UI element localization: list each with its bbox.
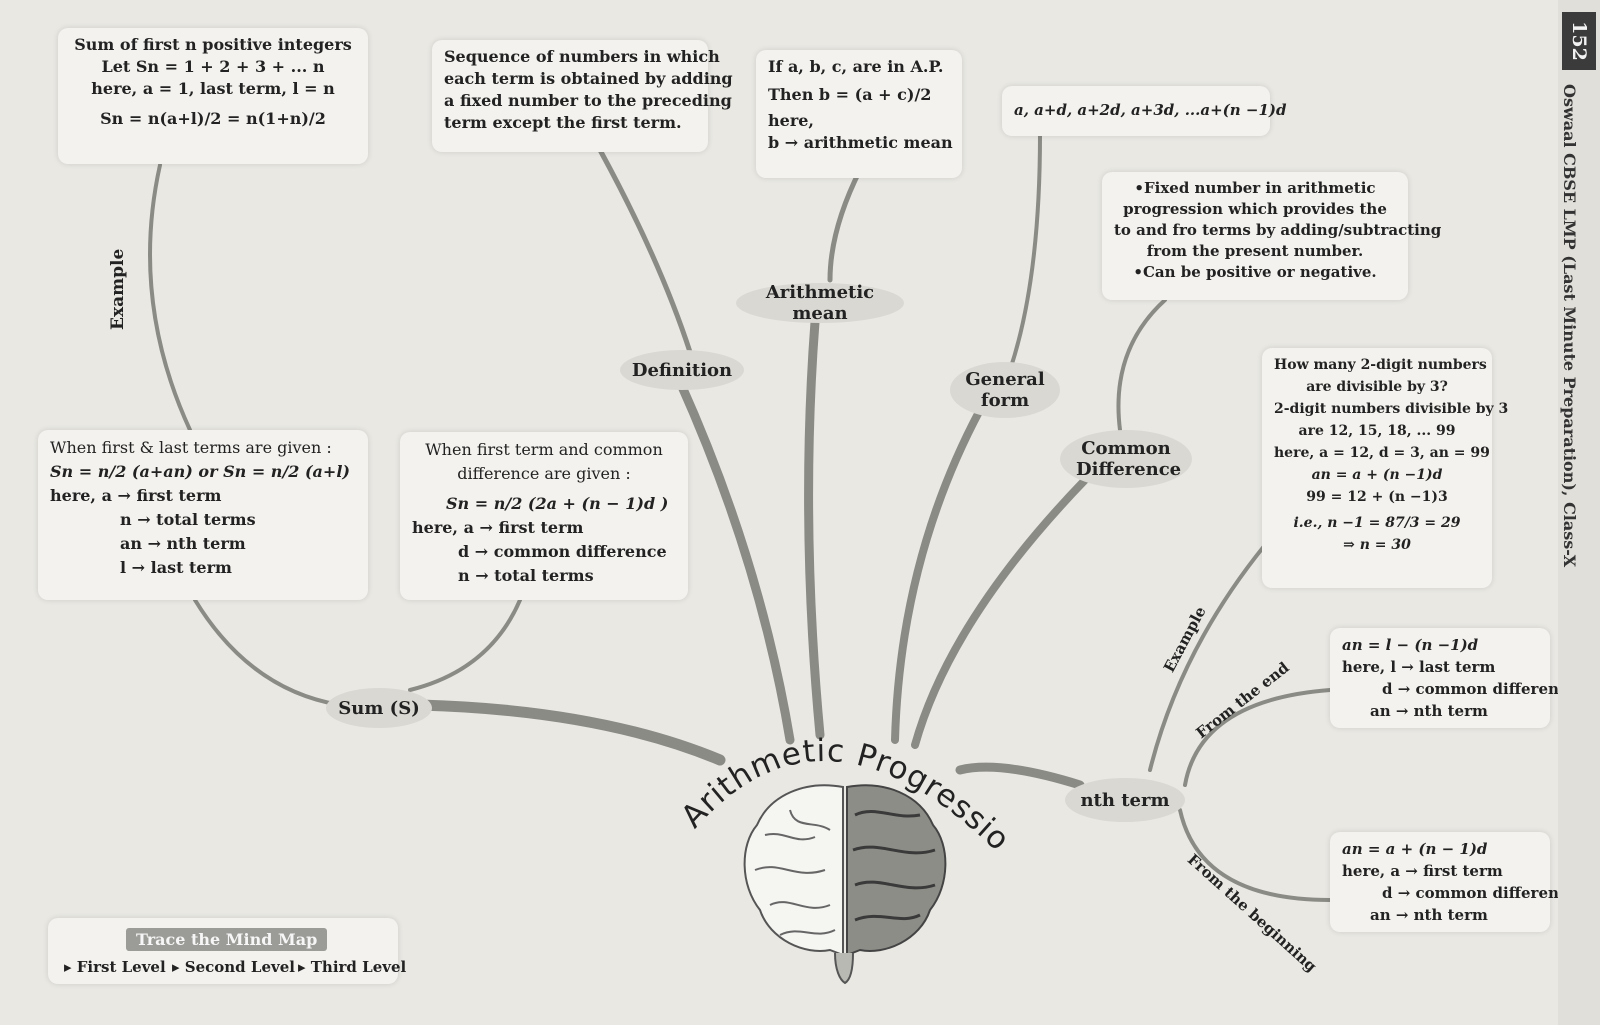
label-example-left: Example xyxy=(108,248,128,330)
node-nth-term: nth term xyxy=(1065,778,1185,822)
box-first-last-line: an → nth term xyxy=(120,534,246,553)
box-from-begin-line: an → nth term xyxy=(1370,906,1488,924)
box-cd-line: to and fro terms by adding/subtracting xyxy=(1114,221,1442,239)
node-definition: Definition xyxy=(620,350,744,390)
box-example-divisible: How many 2-digit numbers are divisible b… xyxy=(1262,348,1509,588)
box-cd-line: from the present number. xyxy=(1146,242,1364,260)
brain-icon xyxy=(743,784,947,985)
box-example-line: ⇒ n = 30 xyxy=(1343,537,1411,553)
node-arithmetic-mean: Arithmetic mean xyxy=(736,282,904,324)
box-from-end-line: an = l − (n −1)d xyxy=(1342,636,1479,654)
branch-am xyxy=(804,317,825,740)
box-cd-line: •Can be positive or negative. xyxy=(1133,263,1377,281)
branch-general xyxy=(891,406,984,744)
branch-example-left xyxy=(148,163,192,432)
branch-am-box xyxy=(827,167,863,283)
box-first-last-line: Sn = n/2 (a+an) or Sn = n/2 (a+l) xyxy=(50,462,350,481)
box-first-common-diff: When first term and common difference ar… xyxy=(400,432,688,600)
box-from-end: an = l − (n −1)d here, l → last term d →… xyxy=(1330,628,1578,728)
box-sum-first-n-line: here, a = 1, last term, l = n xyxy=(91,79,335,98)
branch-cd-box xyxy=(1116,298,1167,432)
box-definition-line: Sequence of numbers in which xyxy=(444,47,720,66)
box-sum-first-n: Sum of first n positive integers Let Sn … xyxy=(58,28,368,164)
box-first-last-line: When first & last terms are given : xyxy=(50,438,332,457)
book-title: Oswaal CBSE LMP (Last Minute Preparation… xyxy=(1560,84,1579,568)
box-example-line: here, a = 12, d = 3, an = 99 xyxy=(1274,445,1490,461)
branch-example-right xyxy=(1148,543,1267,772)
box-am-line: b → arithmetic mean xyxy=(768,133,953,152)
box-first-cd-line: When first term and common xyxy=(425,440,663,459)
branch-sum-first-cd xyxy=(408,598,522,692)
box-definition-line: each term is obtained by adding xyxy=(444,69,733,88)
box-first-cd-line: Sn = n/2 (2a + (n − 1)d ) xyxy=(446,494,669,513)
legend-title: Trace the Mind Map xyxy=(126,928,328,951)
box-from-end-line: an → nth term xyxy=(1370,702,1488,720)
box-common-difference: •Fixed number in arithmetic progression … xyxy=(1102,172,1442,300)
box-first-last-line: n → total terms xyxy=(120,510,256,529)
box-cd-line: •Fixed number in arithmetic xyxy=(1134,179,1376,197)
box-first-last-line: here, a → first term xyxy=(50,486,222,505)
node-sum: Sum (S) xyxy=(326,688,432,728)
box-from-begin-line: d → common difference xyxy=(1382,884,1578,902)
branch-from-end xyxy=(1183,688,1332,787)
legend-first-level: ▸ First Level xyxy=(64,958,166,976)
page-number: 152 xyxy=(1562,12,1596,70)
box-sum-first-n-line: Let Sn = 1 + 2 + 3 + ... n xyxy=(101,57,325,76)
box-sum-first-n-title: Sum of first n positive integers xyxy=(74,35,352,54)
box-definition: Sequence of numbers in which each term i… xyxy=(432,40,733,152)
legend-first-level-label: First Level xyxy=(76,958,166,976)
box-general-form: a, a+d, a+2d, a+3d, ...a+(n −1)d xyxy=(1002,86,1287,136)
box-cd-line: progression which provides the xyxy=(1123,200,1387,218)
legend-third-level-label: Third Level xyxy=(310,958,407,976)
legend-second-level: ▸ Second Level xyxy=(172,958,295,976)
box-from-end-line: d → common difference xyxy=(1382,680,1578,698)
box-first-cd-line: n → total terms xyxy=(458,566,594,585)
box-first-cd-line: d → common difference xyxy=(458,542,667,561)
box-first-last-line: l → last term xyxy=(120,558,232,577)
box-definition-line: term except the first term. xyxy=(444,113,682,132)
branch-definition-box xyxy=(597,147,693,355)
box-example-line: How many 2-digit numbers xyxy=(1274,357,1487,373)
branch-sum-first-last xyxy=(193,598,342,707)
box-example-line: are 12, 15, 18, ... 99 xyxy=(1298,423,1456,439)
box-sum-first-n-line: Sn = n(a+l)/2 = n(1+n)/2 xyxy=(100,109,326,128)
box-from-beginning: an = a + (n − 1)d here, a → first term d… xyxy=(1330,832,1578,932)
box-example-line: 2-digit numbers divisible by 3 xyxy=(1274,401,1509,417)
box-example-line: an = a + (n −1)d xyxy=(1311,467,1443,483)
box-am-line: here, xyxy=(768,111,814,130)
box-example-line: i.e., n −1 = 87/3 = 29 xyxy=(1293,515,1461,531)
node-general-form: General form xyxy=(950,362,1060,418)
box-am-line: Then b = (a + c)/2 xyxy=(768,85,932,104)
box-am-line: If a, b, c, are in A.P. xyxy=(768,57,944,76)
node-common-difference-label: Common Difference xyxy=(1076,438,1182,480)
node-common-difference: Common Difference xyxy=(1060,430,1192,488)
box-arithmetic-mean: If a, b, c, are in A.P. Then b = (a + c)… xyxy=(756,50,962,178)
branch-nth xyxy=(955,762,1085,790)
box-from-begin-line: here, a → first term xyxy=(1342,862,1503,880)
box-first-cd-line: here, a → first term xyxy=(412,518,584,537)
page-number-text: 152 xyxy=(1568,21,1591,61)
branch-sum xyxy=(414,699,726,766)
branch-definition xyxy=(675,377,795,745)
node-general-form-label: General form xyxy=(965,369,1045,411)
box-from-end-line: here, l → last term xyxy=(1342,658,1496,676)
box-general-line: a, a+d, a+2d, a+3d, ...a+(n −1)d xyxy=(1014,101,1287,119)
branch-general-box xyxy=(1008,133,1042,372)
box-first-cd-line: difference are given : xyxy=(457,464,631,483)
box-from-begin-line: an = a + (n − 1)d xyxy=(1342,840,1488,858)
box-example-line: are divisible by 3? xyxy=(1306,379,1448,395)
box-definition-line: a fixed number to the preceding xyxy=(444,91,732,110)
box-first-last-terms: When first & last terms are given : Sn =… xyxy=(38,430,368,600)
legend-third-level: ▸ Third Level xyxy=(298,958,407,976)
branch-cd xyxy=(911,476,1089,749)
branch-from-begin xyxy=(1178,808,1332,902)
box-example-line: 99 = 12 + (n −1)3 xyxy=(1306,489,1448,505)
side-strip xyxy=(1558,0,1600,1025)
legend-second-level-label: Second Level xyxy=(184,958,295,976)
